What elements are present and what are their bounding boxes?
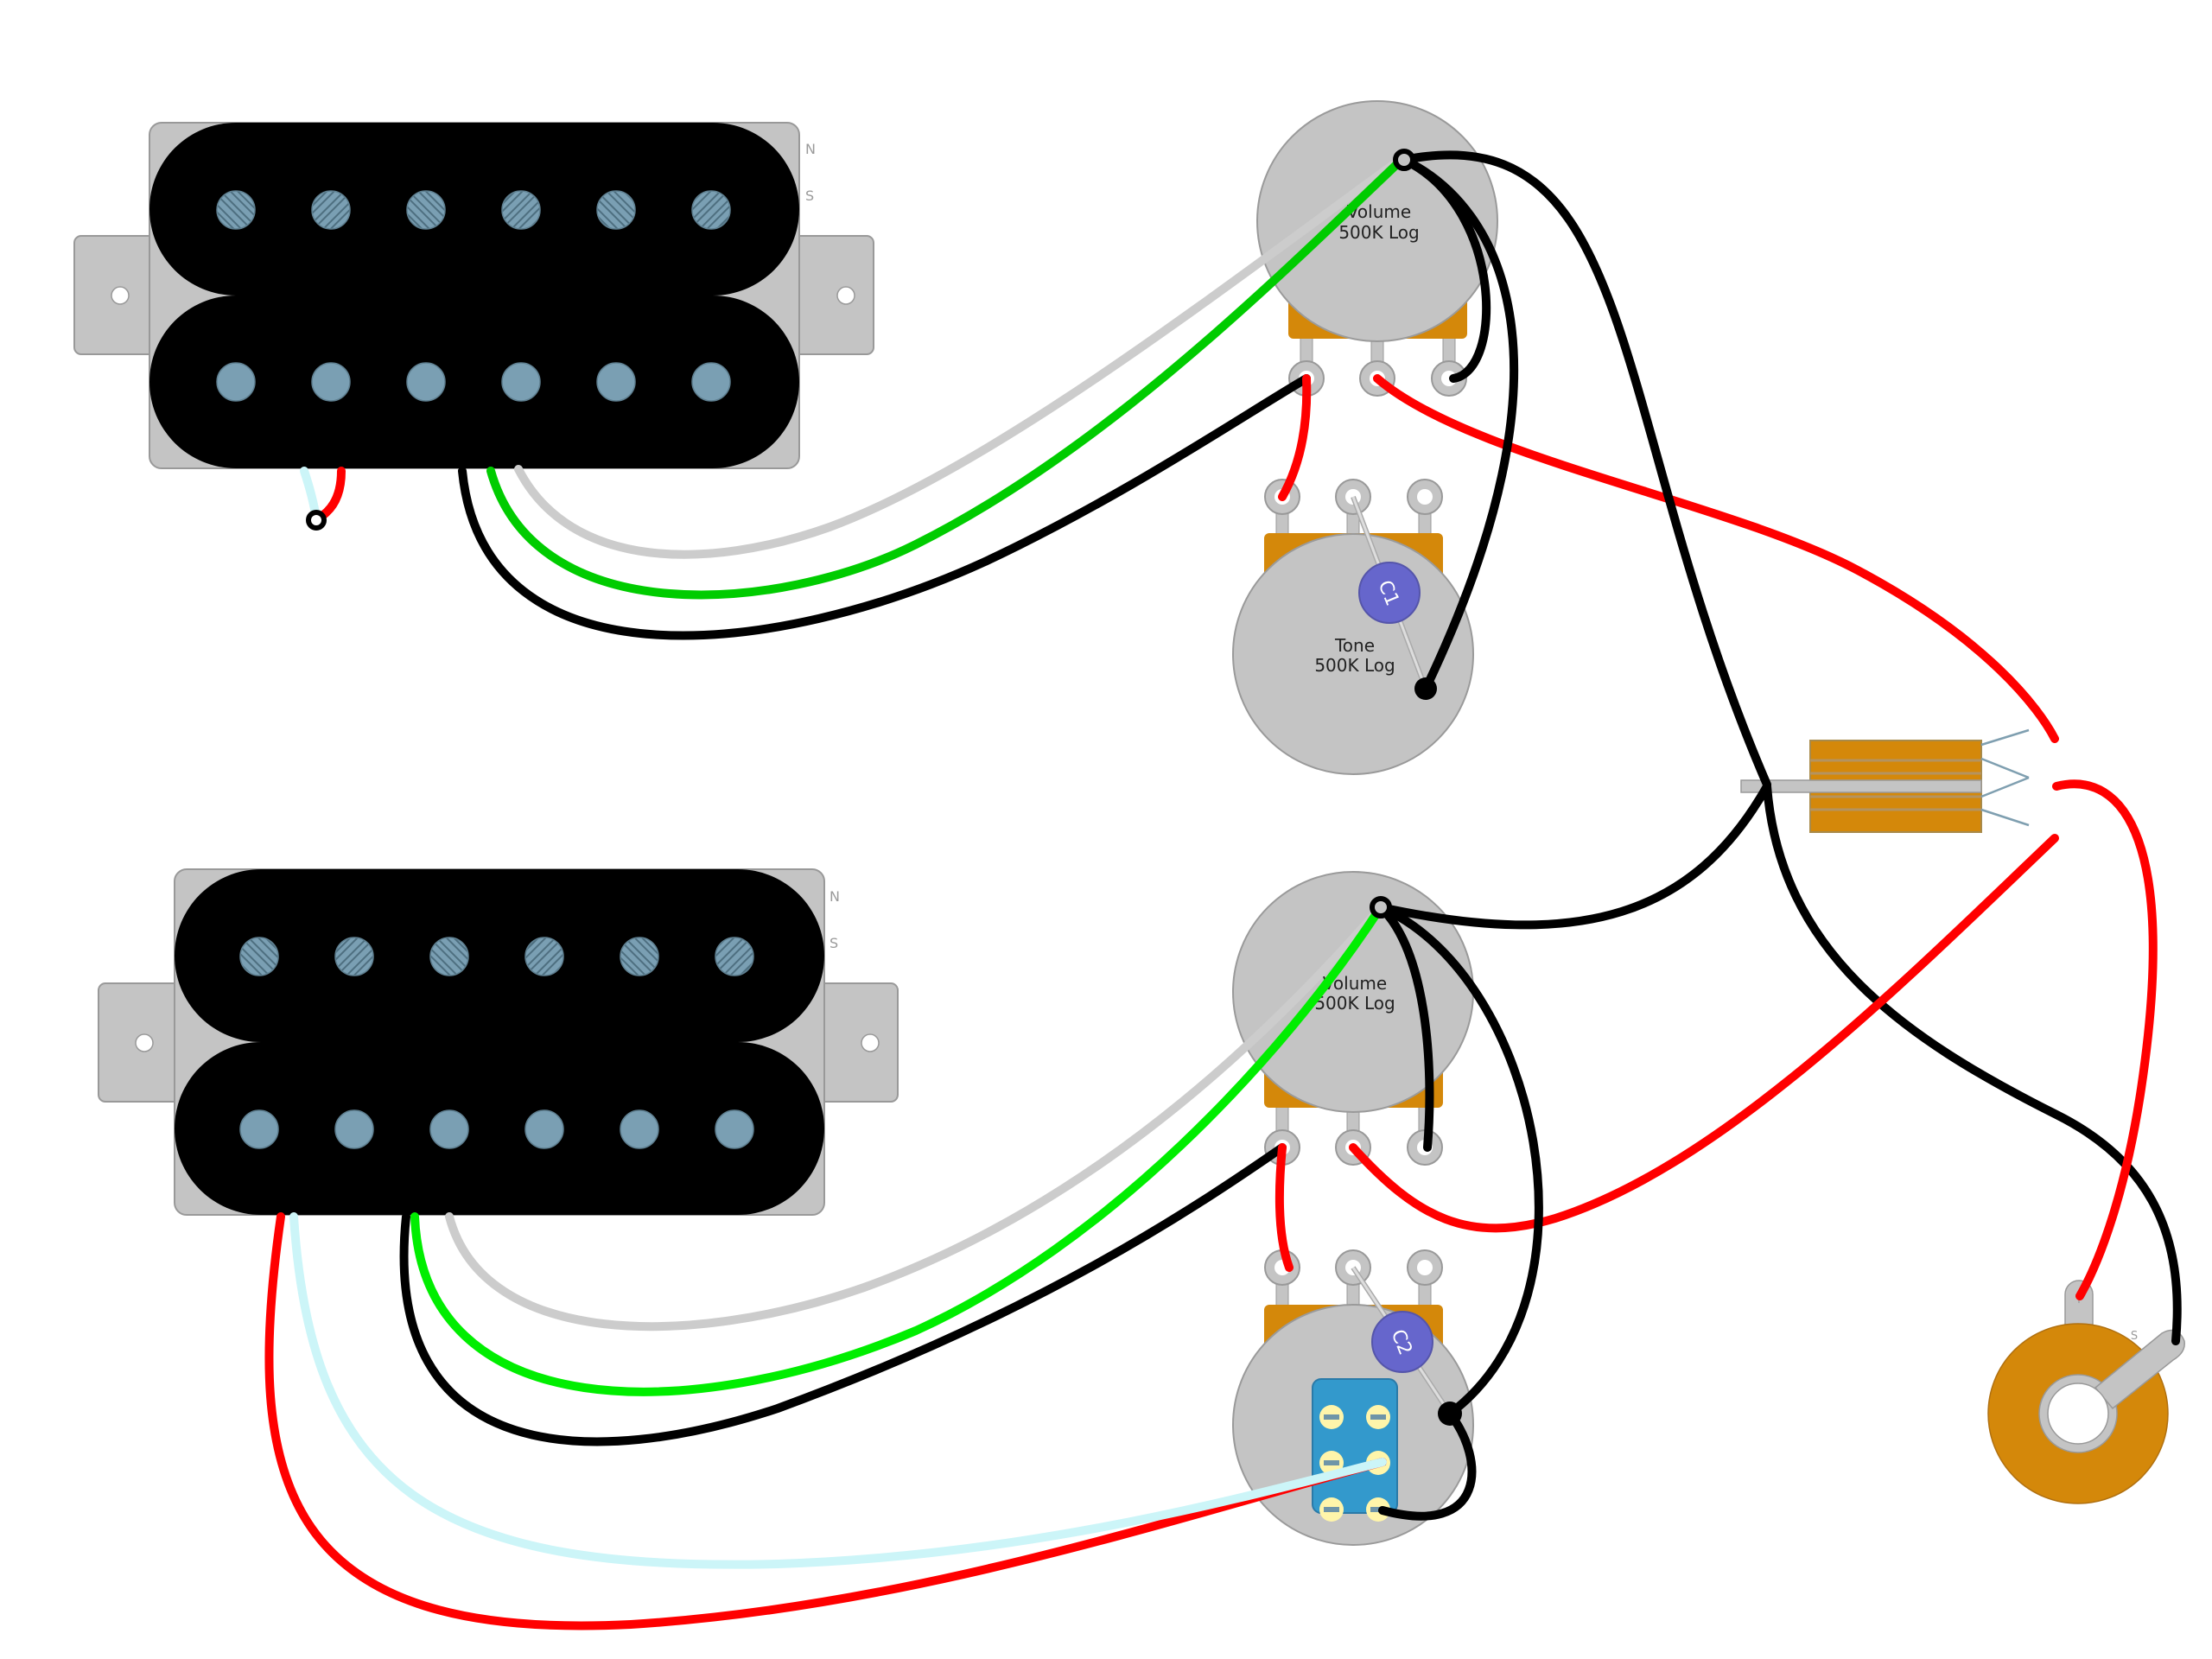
wire-black-vol1-switch	[1400, 150, 1771, 789]
pole-row-plain	[239, 1109, 754, 1149]
output-jack[interactable]: T S	[1987, 1280, 2185, 1504]
pole-piece-slotted	[429, 937, 469, 976]
mounting-hole	[111, 286, 130, 305]
pot-label-line1: Tone	[1334, 635, 1375, 656]
pole-piece-slotted	[691, 190, 731, 230]
wires	[264, 149, 2182, 1630]
lug-slot	[1370, 1507, 1386, 1512]
jack-hole	[2047, 1382, 2109, 1445]
pole-piece	[596, 362, 636, 402]
bridge-pickup: N S	[98, 868, 899, 1216]
pot-label-line2: 500K Log	[1338, 222, 1419, 243]
wire-bare-bridge	[289, 1212, 1387, 1569]
neck-pickup: N S	[73, 122, 874, 469]
pole-piece-slotted	[334, 937, 374, 976]
volume-pot-bridge[interactable]: Volume 500K Log	[1232, 871, 1474, 1166]
pole-piece	[429, 1109, 469, 1149]
coil-north	[175, 869, 824, 1042]
pole-piece-slotted	[524, 937, 564, 976]
solder-eyelet-vol1	[1393, 149, 1415, 171]
wire-black-switch-jack	[1763, 782, 2182, 1345]
wire-red-vol1-switch	[1373, 374, 2059, 743]
pot-label-line2: 500K Log	[1314, 655, 1395, 676]
switch-lead	[1980, 728, 2030, 747]
wire-black-neck	[458, 374, 1311, 640]
capacitor-c1: C1	[1358, 562, 1421, 624]
pole-piece	[239, 1109, 279, 1149]
capacitor-icon	[1358, 562, 1421, 624]
pole-row-slotted	[239, 937, 754, 976]
pole-piece-slotted	[406, 190, 446, 230]
pot-body	[1256, 100, 1498, 342]
solder-eyelet-vol2	[1370, 896, 1392, 918]
pole-piece-slotted	[596, 190, 636, 230]
coil-south	[149, 296, 799, 468]
polarity-label-s: S	[830, 935, 838, 951]
polarity-label-n: N	[805, 141, 816, 157]
switch-lead	[1980, 776, 2030, 798]
lug-slot	[1370, 1414, 1386, 1420]
pole-piece	[715, 1109, 754, 1149]
switch-lead	[1980, 757, 2030, 779]
pole-piece-slotted	[216, 190, 256, 230]
pushpull-switch[interactable]	[1312, 1378, 1398, 1522]
polarity-label-n: N	[830, 888, 840, 905]
wire-red-bridge	[264, 1212, 1387, 1630]
wire-green-neck	[486, 156, 1406, 600]
pole-piece-slotted	[311, 190, 351, 230]
pole-piece	[406, 362, 446, 402]
pushpull-board	[1312, 1378, 1398, 1514]
wire-red-vol2-tone2	[1274, 1143, 1294, 1272]
wire-black-switch-vol2	[1376, 782, 1771, 930]
tone-pot-neck[interactable]: Tone 500K Log C1	[1232, 479, 1474, 775]
pole-piece-slotted	[239, 937, 279, 976]
wire-black-tone2-pushpull	[1378, 1409, 1477, 1521]
pushpull-lugs	[1319, 1405, 1390, 1522]
pole-row-slotted	[216, 190, 731, 230]
wire-red-vol1-tone1	[1278, 374, 1312, 501]
lug-slot	[1324, 1507, 1339, 1512]
pole-piece	[501, 362, 541, 402]
pole-piece	[311, 362, 351, 402]
ground-eyelet	[306, 510, 327, 531]
coil-north	[149, 123, 799, 296]
mounting-hole	[861, 1033, 880, 1052]
wire-black-vol2-lug3	[1376, 903, 1434, 1152]
wire-black-vol1-tone1	[1400, 156, 1518, 693]
polarity-label-s: S	[805, 188, 814, 204]
wire-white-bridge	[445, 903, 1385, 1332]
pole-piece-slotted	[501, 190, 541, 230]
wire-black-vol2-tone2	[1376, 903, 1543, 1418]
mounting-hole	[836, 286, 855, 305]
volume-pot-neck[interactable]: Volume 500K Log	[1256, 100, 1498, 397]
capacitor-c2: C2	[1371, 1311, 1433, 1373]
wire-white-neck	[514, 156, 1404, 559]
switch-ground-bar	[1740, 779, 1982, 793]
pole-piece	[216, 362, 256, 402]
coil-south	[175, 1042, 824, 1215]
tone-pot-bridge-pushpull[interactable]: C2	[1232, 1249, 1474, 1546]
wire-green-bridge	[410, 903, 1385, 1396]
pole-piece-slotted	[620, 937, 659, 976]
jack-sleeve-label: S	[2131, 1330, 2138, 1343]
lug-slot	[1324, 1414, 1339, 1420]
pole-piece-slotted	[715, 937, 754, 976]
pole-piece	[691, 362, 731, 402]
pot-label-line2: 500K Log	[1314, 993, 1395, 1014]
lug-slot	[1324, 1460, 1339, 1465]
pole-piece	[334, 1109, 374, 1149]
three-way-toggle-switch[interactable]	[1740, 728, 2030, 833]
switch-lead	[1980, 808, 2030, 827]
pole-piece	[620, 1109, 659, 1149]
solder-joint	[1414, 677, 1437, 700]
jack-sleeve-lug	[2094, 1329, 2185, 1410]
wire-red-switch-jack	[2052, 779, 2158, 1300]
pole-row-plain	[216, 362, 731, 402]
capacitor-icon	[1371, 1311, 1433, 1373]
pole-piece	[524, 1109, 564, 1149]
wire-black-bridge	[399, 1143, 1287, 1446]
mounting-hole	[135, 1033, 154, 1052]
wire-red-vol2-switch	[1349, 834, 2059, 1233]
